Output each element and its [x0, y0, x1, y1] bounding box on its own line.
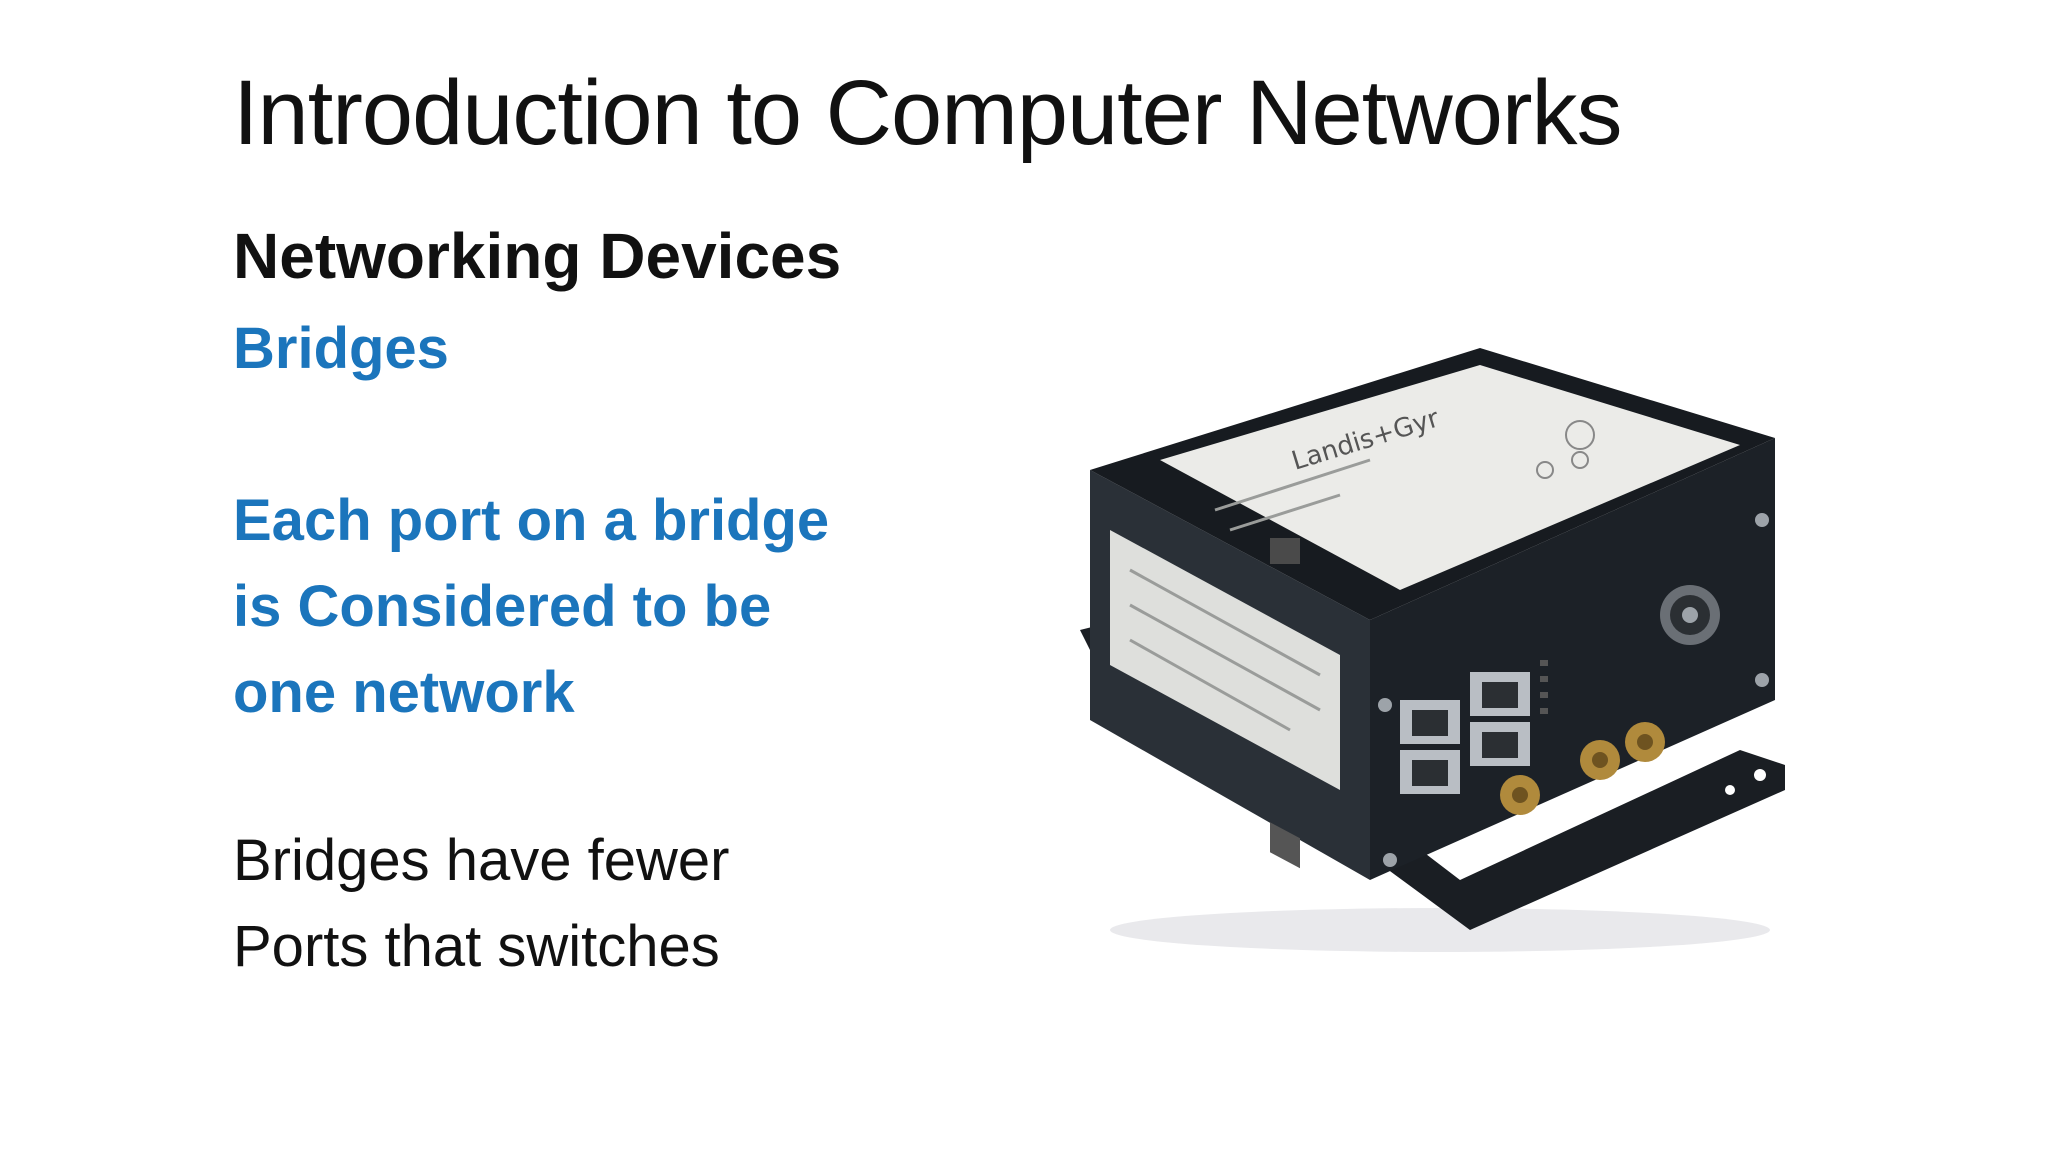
network-bridge-device-image: Landis+Gyr: [1080, 348, 1785, 952]
blue-line-1: Each port on a bridge: [233, 488, 830, 553]
antenna-connectors: [1500, 722, 1665, 815]
power-connector: [1660, 585, 1720, 645]
slide-subtitle: Networking Devices: [233, 220, 842, 292]
plain-line-1: Bridges have fewer: [233, 828, 730, 893]
bridge-ports-note: Bridges have fewer Ports that switches: [233, 818, 729, 990]
ethernet-ports: [1400, 672, 1530, 794]
bridge-port-description: Each port on a bridge is Considered to b…: [233, 478, 829, 736]
blue-line-3: one network: [233, 660, 575, 725]
slide-title: Introduction to Computer Networks: [233, 62, 1623, 164]
plain-line-2: Ports that switches: [233, 914, 720, 979]
blue-line-2: is Considered to be: [233, 574, 772, 639]
topic-heading: Bridges: [233, 316, 449, 381]
